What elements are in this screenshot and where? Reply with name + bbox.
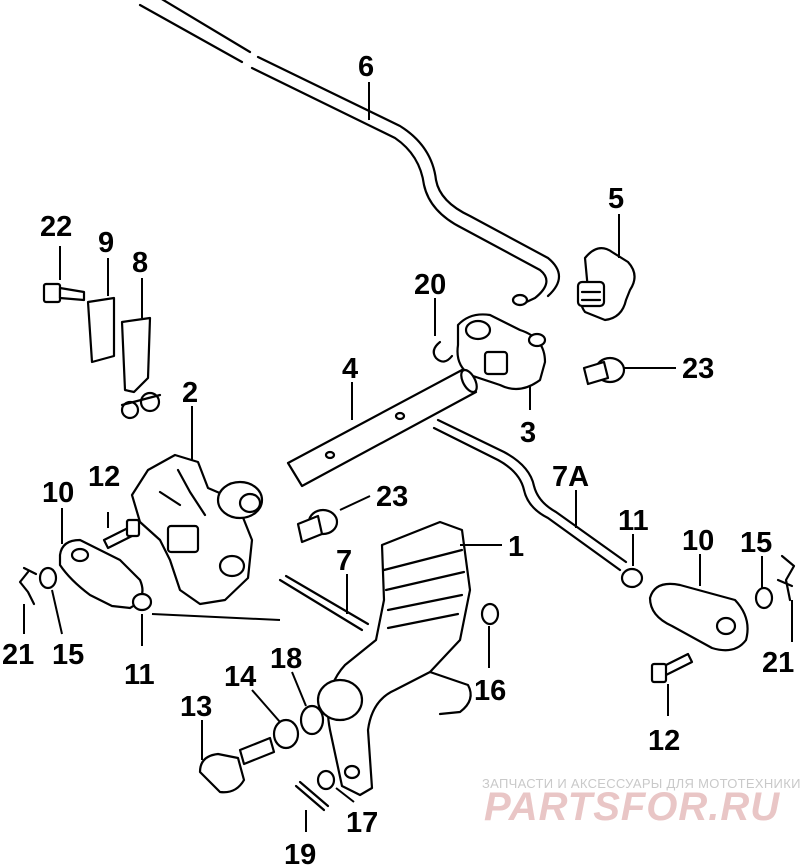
part-15-washer-right [754, 586, 774, 610]
callout-10-left: 10 [42, 477, 74, 509]
watermark: ЗАПЧАСТИ И АКСЕССУАРЫ ДЛЯ МОТОТЕХНИКИ PA… [482, 776, 800, 829]
part-16-bracket [428, 670, 472, 716]
part-8-link [120, 316, 162, 420]
part-17-washer [316, 769, 336, 791]
callout-18: 18 [270, 643, 302, 675]
part-6-shift-rod [138, 0, 561, 307]
callout-11-right: 11 [618, 505, 649, 537]
watermark-brand: PARTSFOR.RU [484, 785, 780, 829]
callout-3: 3 [520, 417, 536, 449]
callout-1: 1 [508, 531, 524, 563]
callout-13: 13 [180, 691, 212, 723]
part-19-cotter-pin [294, 780, 330, 812]
callout-4: 4 [342, 353, 358, 385]
callout-15-right: 15 [740, 527, 772, 559]
part-12-pin-right [650, 652, 694, 684]
part-3-bracket [456, 313, 547, 391]
part-10-lever-left [58, 538, 144, 610]
callout-17: 17 [346, 807, 378, 839]
callout-5: 5 [608, 183, 624, 215]
callout-8: 8 [132, 247, 148, 279]
callout-6: 6 [358, 51, 374, 83]
part-13-bolt [198, 736, 276, 794]
part-7a-rod [432, 418, 628, 572]
callout-12-left: 12 [88, 461, 120, 493]
part-21-clip-right [776, 554, 796, 602]
part-11-nut-left [131, 592, 153, 612]
part-10-lever-right [648, 582, 749, 652]
part-20-circlip [432, 340, 454, 363]
callout-23-top: 23 [682, 353, 714, 385]
callout-22: 22 [40, 211, 72, 243]
part-7-bolt [278, 574, 370, 632]
part-2-fork-assembly [130, 453, 264, 606]
callout-16: 16 [474, 675, 506, 707]
part-9-plate [86, 296, 116, 364]
part-14-washer [272, 718, 300, 750]
callout-15-left: 15 [52, 639, 84, 671]
part-11-nut-right [620, 567, 644, 589]
part-1-pedal [316, 520, 472, 797]
callout-10-right: 10 [682, 525, 714, 557]
part-5-clip [576, 247, 636, 322]
callout-20: 20 [414, 269, 446, 301]
callout-21-right: 21 [762, 647, 794, 679]
callout-14: 14 [224, 661, 256, 693]
part-16-washer [480, 602, 500, 626]
callout-11-left: 11 [124, 659, 155, 691]
part-23-bolt-top [582, 356, 626, 386]
watermark-tagline: ЗАПЧАСТИ И АКСЕССУАРЫ ДЛЯ МОТОТЕХНИКИ [482, 776, 800, 791]
part-4-cross-shaft [286, 368, 478, 488]
leader-lines [23, 82, 793, 832]
part-23-bolt-mid [296, 508, 339, 544]
callout-2: 2 [182, 377, 198, 409]
part-22-bolt [42, 282, 86, 304]
callout-12-right: 12 [648, 725, 680, 757]
callout-23-mid: 23 [376, 481, 408, 513]
part-12-pin-left [102, 518, 141, 550]
callout-7a: 7A [552, 461, 589, 493]
callout-9: 9 [98, 227, 114, 259]
callout-19: 19 [284, 839, 316, 868]
callout-labels: 6 5 20 4 3 23 2 23 1 7 7A 11 10 15 21 12… [2, 51, 794, 868]
part-15-washer-left [38, 566, 58, 590]
callout-7: 7 [336, 545, 352, 577]
callout-21-left: 21 [2, 639, 34, 671]
part-18-bushing [299, 704, 325, 736]
part-21-clip-left [18, 566, 38, 606]
